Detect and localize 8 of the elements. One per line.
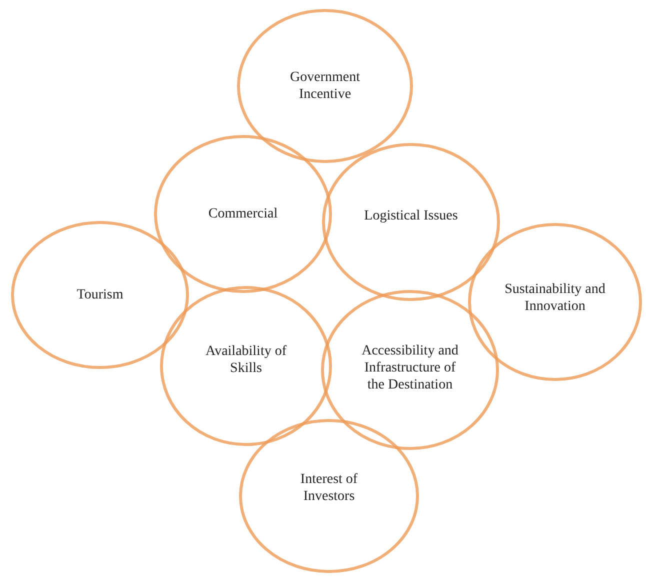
- circle-label: Availability of Skills: [204, 343, 288, 377]
- circle-label: Logistical Issues: [363, 208, 459, 224]
- circle-label: Accessibility and Infrastructure of the Destination: [360, 342, 460, 394]
- circle-label: Sustainability and Innovation: [504, 281, 606, 315]
- circle-label: Tourism: [76, 286, 124, 304]
- circle-label: Commercial: [207, 206, 279, 222]
- circle-label: Government Incentive: [289, 69, 361, 103]
- circle-label: Interest of Investors: [299, 471, 359, 505]
